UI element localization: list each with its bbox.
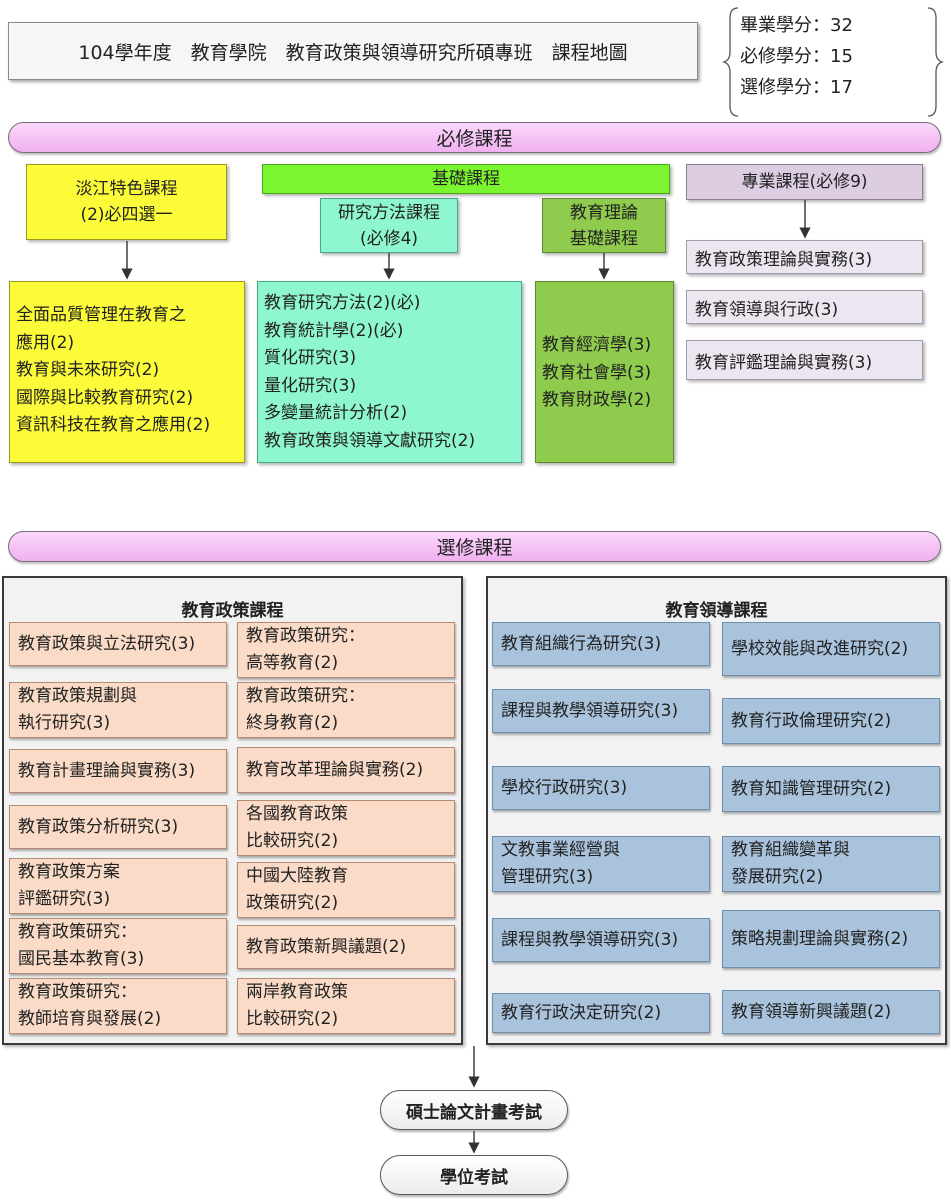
leadership-course-item: 教育領導新興議題(2) [722, 990, 940, 1034]
professional-courses-header: 專業課程(必修9) [686, 164, 923, 200]
policy-course-item: 教育政策新興議題(2) [237, 925, 455, 969]
tamkang-featured-header: 淡江特色課程 (2)必四選一 [26, 164, 227, 240]
research-methods-list: 教育研究方法(2)(必) 教育統計學(2)(必) 質化研究(3) 量化研究(3)… [257, 281, 522, 463]
policy-course-item: 教育改革理論與實務(2) [237, 747, 455, 793]
education-theory-header: 教育理論 基礎課程 [542, 198, 666, 253]
policy-course-item: 教育政策研究： 高等教育(2) [237, 622, 455, 678]
policy-course-item: 兩岸教育政策 比較研究(2) [237, 978, 455, 1034]
thesis-proposal-exam: 碩士論文計畫考試 [380, 1090, 568, 1130]
course-item: 教育財政學(2) [542, 390, 652, 410]
leadership-course-item: 教育行政倫理研究(2) [722, 698, 940, 744]
required-courses-banner: 必修課程 [8, 122, 941, 153]
tamkang-course-list: 全面品質管理在教育之 應用(2) 教育與未來研究(2) 國際與比較教育研究(2)… [9, 281, 245, 463]
policy-course-item: 教育政策規劃與 執行研究(3) [9, 682, 227, 738]
leadership-course-item: 教育組織行為研究(3) [492, 622, 710, 666]
course-item: 量化研究(3) [264, 375, 357, 396]
leadership-course-item: 學校效能與改進研究(2) [722, 622, 940, 676]
professional-course-item: 教育領導與行政(3) [686, 290, 923, 324]
leadership-course-item: 學校行政研究(3) [492, 766, 710, 810]
professional-course-item: 教育政策理論與實務(3) [686, 240, 923, 274]
leadership-course-item: 文教事業經營與 管理研究(3) [492, 836, 710, 892]
credit-summary: 畢業學分：32 必修學分：15 選修學分：17 [740, 6, 932, 116]
leadership-course-item: 教育行政決定研究(2) [492, 993, 710, 1033]
policy-course-item: 教育計畫理論與實務(3) [9, 749, 227, 793]
policy-course-item: 教育政策研究： 國民基本教育(3) [9, 918, 227, 974]
course-item: 教育研究方法(2)(必) [264, 293, 421, 313]
course-item: 應用(2) [16, 332, 75, 353]
education-theory-list: 教育經濟學(3) 教育社會學(3) 教育財政學(2) [535, 281, 674, 463]
policy-course-item: 教育政策研究： 終身教育(2) [237, 682, 455, 738]
leadership-course-item: 教育知識管理研究(2) [722, 766, 940, 812]
leadership-course-item: 課程與教學領導研究(3) [492, 918, 710, 962]
degree-exam: 學位考試 [380, 1155, 568, 1195]
professional-course-item: 教育評鑑理論與實務(3) [686, 340, 923, 380]
course-item: 國際與比較教育研究(2) [16, 387, 194, 408]
course-item: 質化研究(3) [264, 348, 357, 368]
course-item: 全面品質管理在教育之 [16, 305, 186, 325]
course-item: 教育政策與領導文獻研究(2) [264, 430, 476, 451]
course-item: 教育統計學(2)(必) [264, 320, 404, 341]
policy-course-item: 中國大陸教育 政策研究(2) [237, 862, 455, 918]
course-item: 資訊科技在教育之應用(2) [16, 415, 211, 435]
policy-course-item: 教育政策分析研究(3) [9, 805, 227, 849]
credit-row-graduation: 畢業學分：32 [740, 15, 853, 36]
elective-courses-banner: 選修課程 [8, 531, 941, 562]
credit-row-elective: 選修學分：17 [740, 77, 853, 98]
policy-course-item: 各國教育政策 比較研究(2) [237, 800, 455, 856]
credit-row-required: 必修學分：15 [740, 46, 853, 67]
policy-panel-title: 教育政策課程 [181, 601, 284, 621]
course-item: 教育與未來研究(2) [16, 360, 160, 380]
policy-course-item: 教育政策與立法研究(3) [9, 622, 227, 666]
policy-course-item: 教育政策研究： 教師培育與發展(2) [9, 978, 227, 1034]
policy-course-item: 教育政策方案 評鑑研究(3) [9, 858, 227, 914]
page-title: 104學年度 教育學院 教育政策與領導研究所碩專班 課程地圖 [8, 22, 698, 80]
leadership-course-item: 課程與教學領導研究(3) [492, 689, 710, 733]
foundation-courses-header: 基礎課程 [262, 164, 670, 194]
leadership-course-item: 策略規劃理論與實務(2) [722, 910, 940, 968]
research-methods-header: 研究方法課程 (必修4) [320, 198, 458, 253]
course-item: 多變量統計分析(2) [264, 403, 408, 423]
leadership-course-item: 教育組織變革與 發展研究(2) [722, 836, 940, 892]
course-item: 教育經濟學(3) [542, 335, 652, 355]
course-item: 教育社會學(3) [542, 362, 652, 383]
leadership-panel-title: 教育領導課程 [665, 601, 768, 621]
